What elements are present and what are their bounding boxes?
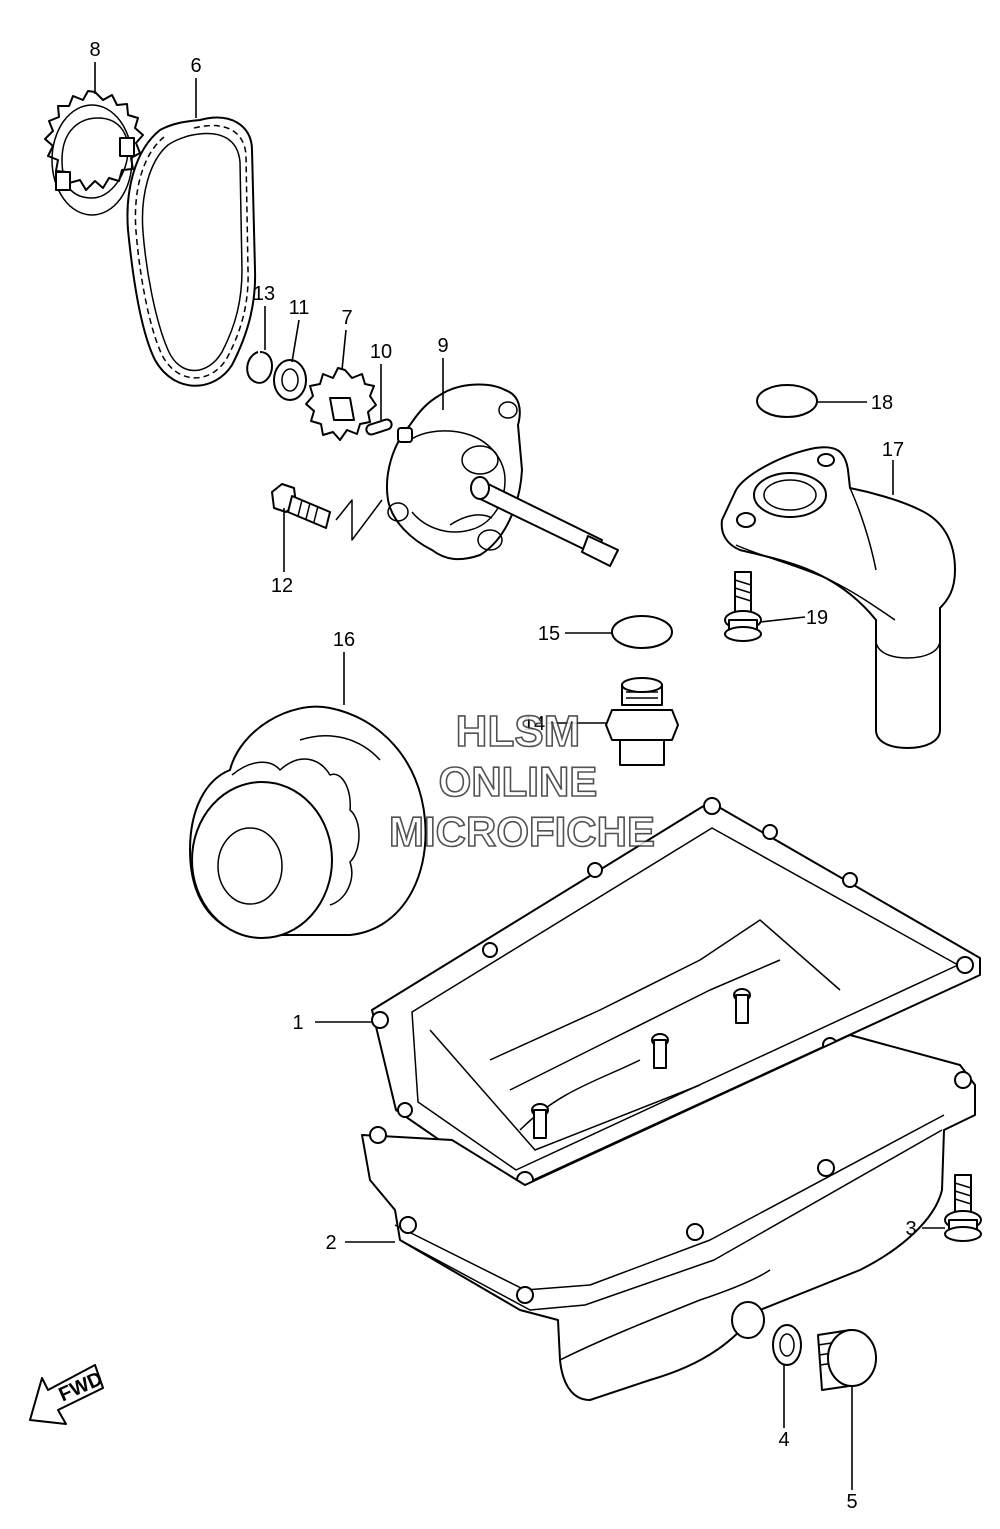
oil-pump: [386, 383, 619, 567]
o-ring-15: [611, 615, 673, 649]
oil-filter: [189, 705, 427, 939]
callout-numbers: 8 6 13 11 7 10 9 12 18 17 19 15 14 16 1 …: [89, 39, 916, 1513]
callout-2: 2: [325, 1232, 336, 1254]
bolt-12: [271, 483, 383, 541]
watermark-line-2: ONLINE: [439, 758, 598, 805]
fwd-arrow-icon: FWD: [29, 1364, 106, 1425]
callout-15: 15: [538, 623, 560, 645]
drain-washer: [772, 1324, 802, 1366]
cam-sprocket: [44, 90, 144, 216]
callout-11: 11: [289, 297, 310, 319]
watermark-line-1: HLSM: [456, 707, 581, 756]
callout-1: 1: [292, 1012, 303, 1034]
callout-9: 9: [437, 335, 448, 357]
callout-4: 4: [778, 1429, 789, 1451]
callout-5: 5: [846, 1491, 857, 1513]
watermark: HLSM ONLINE MICROFICHE: [388, 706, 656, 856]
leader-lines: [94, 62, 945, 1490]
callout-18: 18: [871, 392, 893, 414]
callout-6: 6: [190, 55, 201, 77]
oil-pump-gear: [305, 367, 377, 441]
watermark-line-3: MICROFICHE: [389, 808, 655, 855]
callout-7: 7: [341, 307, 352, 329]
callout-3: 3: [905, 1218, 916, 1240]
dowel-pin: [365, 418, 393, 436]
oil-pan: [361, 919, 976, 1401]
callout-17: 17: [882, 439, 904, 461]
bolt-19: [724, 571, 762, 642]
o-ring-18: [756, 384, 818, 418]
callout-12: 12: [271, 575, 293, 597]
washer: [273, 359, 307, 401]
callout-10: 10: [370, 341, 392, 363]
circlip: [246, 351, 273, 384]
drain-plug: [817, 1329, 877, 1391]
callout-8: 8: [89, 39, 100, 61]
oil-pipe-housing: [720, 446, 956, 749]
oil-pressure-switch: [605, 677, 679, 766]
callout-16: 16: [333, 629, 355, 651]
bolt-3: [944, 1174, 982, 1242]
callout-14: 14: [523, 713, 545, 735]
callout-19: 19: [806, 607, 828, 629]
timing-chain: [126, 116, 257, 387]
callout-13: 13: [253, 283, 275, 305]
